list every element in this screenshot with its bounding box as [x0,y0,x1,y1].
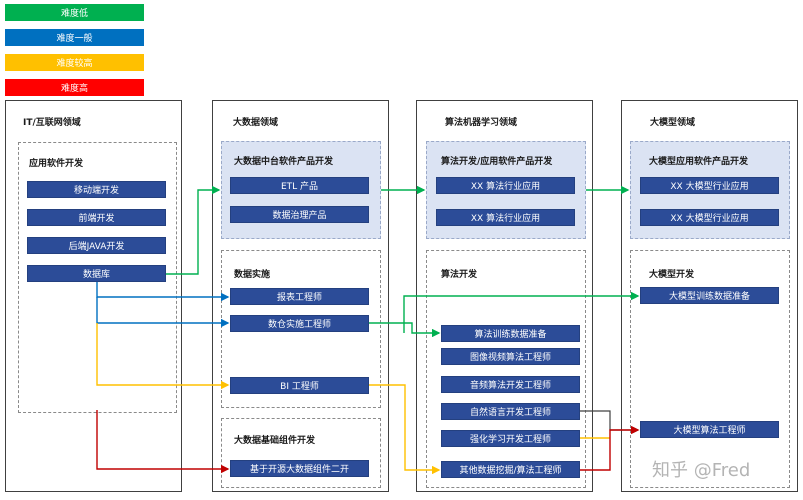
box-open-source-bigdata[interactable]: 基于开源大数据组件二开 [230,460,369,477]
group-algo-dev-title: 算法开发 [441,270,478,280]
box-algo-industry-1[interactable]: XX 算法行业应用 [436,177,575,194]
box-report-engineer[interactable]: 报表工程师 [230,288,369,305]
box-llm-training-data[interactable]: 大模型训练数据准备 [640,287,779,304]
column-it: IT/互联网领域 应用软件开发 [5,100,182,492]
box-bi-engineer[interactable]: BI 工程师 [230,377,369,394]
box-data-governance[interactable]: 数据治理产品 [230,206,369,223]
group-data-implementation-title: 数据实施 [234,270,271,280]
group-bigdata-base: 大数据基础组件开发 [221,418,381,488]
watermark: 知乎 @Fred [652,460,751,481]
box-llm-industry-2[interactable]: XX 大模型行业应用 [640,209,779,226]
box-rl-engineer[interactable]: 强化学习开发工程师 [441,430,580,447]
box-database[interactable]: 数据库 [27,265,166,282]
box-image-video-engineer[interactable]: 图像视频算法工程师 [441,348,580,365]
group-llm-app-title: 大模型应用软件产品开发 [649,157,749,167]
group-bigdata-base-title: 大数据基础组件开发 [234,436,316,446]
box-mobile-dev[interactable]: 移动端开发 [27,181,166,198]
box-audio-engineer[interactable]: 音频算法开发工程师 [441,376,580,393]
box-llm-algo-engineer[interactable]: 大模型算法工程师 [640,421,779,438]
column-it-title: IT/互联网领域 [23,118,81,128]
group-algo-dev: 算法开发 [426,250,586,488]
group-algo-app-title: 算法开发/应用软件产品开发 [441,157,553,167]
group-llm-dev-title: 大模型开发 [649,270,695,280]
group-app-software-title: 应用软件开发 [29,159,84,169]
legend-very-high: 难度高 [5,79,144,96]
box-algo-training-data[interactable]: 算法训练数据准备 [441,325,580,342]
box-etl-product[interactable]: ETL 产品 [230,177,369,194]
box-algo-industry-2[interactable]: XX 算法行业应用 [436,209,575,226]
box-backend-java[interactable]: 后端JAVA开发 [27,237,166,254]
group-llm-dev: 大模型开发 [630,250,790,488]
box-other-mining-engineer[interactable]: 其他数据挖掘/算法工程师 [441,461,580,478]
column-ml-title: 算法机器学习领域 [445,118,518,128]
group-bigdata-platform-title: 大数据中台软件产品开发 [234,157,334,167]
column-bigdata-title: 大数据领域 [233,118,279,128]
box-llm-industry-1[interactable]: XX 大模型行业应用 [640,177,779,194]
legend-high: 难度较高 [5,54,144,71]
legend-medium: 难度一般 [5,29,144,46]
column-llm-title: 大模型领域 [650,118,696,128]
box-frontend-dev[interactable]: 前端开发 [27,209,166,226]
box-dw-engineer[interactable]: 数仓实施工程师 [230,315,369,332]
box-nlp-engineer[interactable]: 自然语言开发工程师 [441,403,580,420]
legend-low: 难度低 [5,4,144,21]
